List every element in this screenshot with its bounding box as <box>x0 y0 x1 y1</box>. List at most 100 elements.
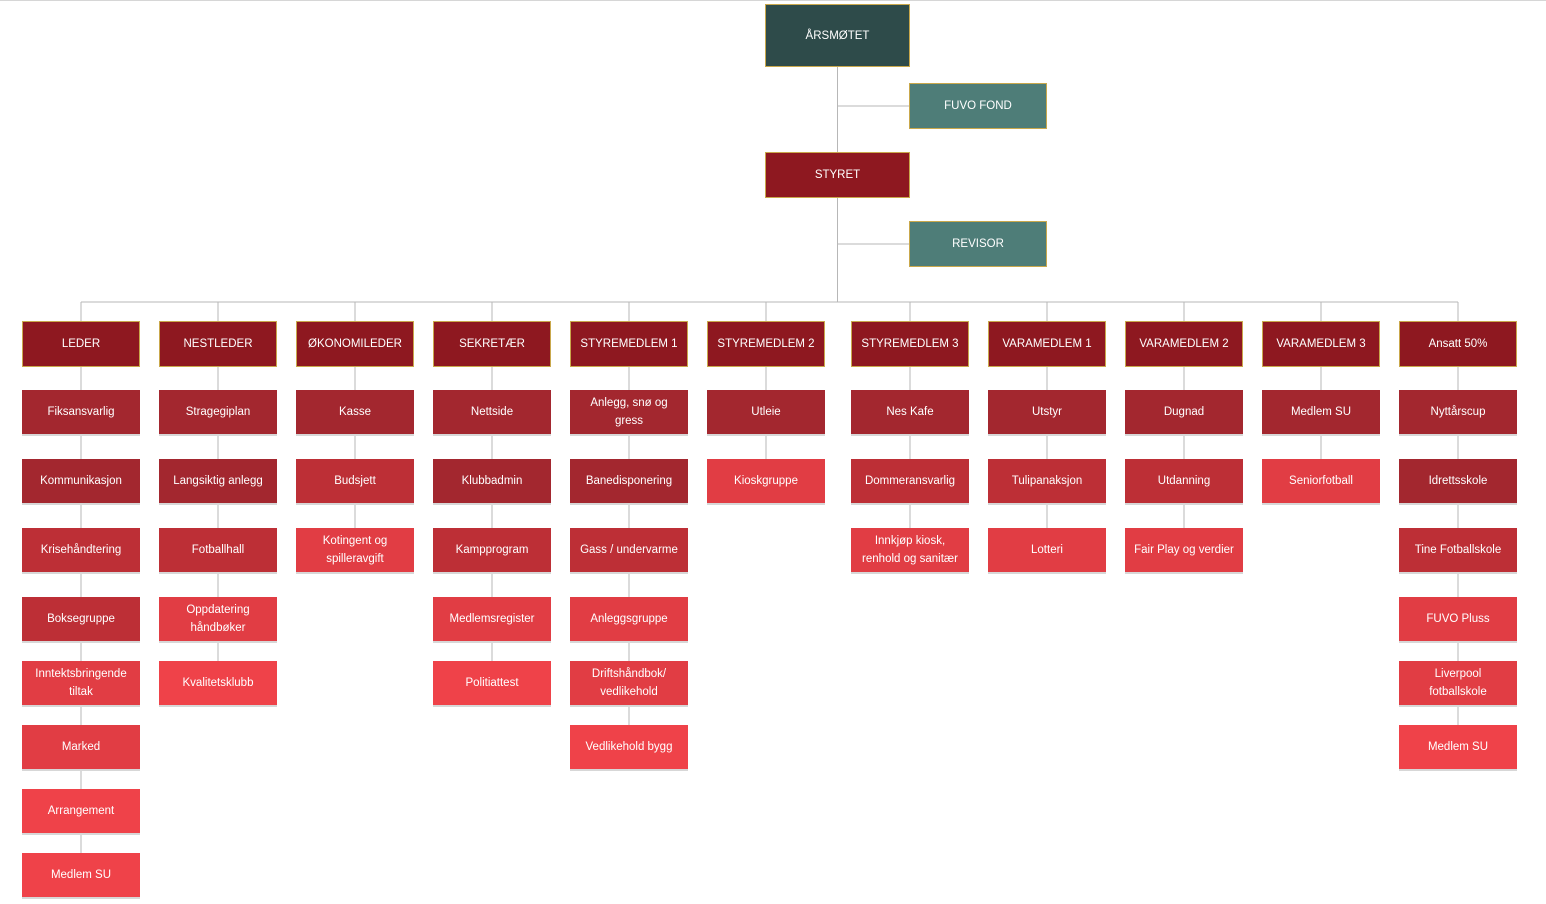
task-nyttarscup[interactable]: Nyttårscup <box>1399 390 1517 436</box>
task-fuvo-pluss[interactable]: FUVO Pluss <box>1399 597 1517 643</box>
task-label: Gass / undervarme <box>580 544 678 556</box>
task-label: Driftshåndbok/ vedlikehold <box>591 668 667 698</box>
task-label: Dugnad <box>1163 406 1205 418</box>
task-nettside[interactable]: Nettside <box>433 390 551 436</box>
task-kasse[interactable]: Kasse <box>296 390 414 436</box>
task-label: Budsjett <box>334 475 376 487</box>
task-langsiktig-anlegg[interactable]: Langsiktig anlegg <box>159 459 277 505</box>
role-label: VARAMEDLEM 3 <box>1276 338 1366 350</box>
role-sekretaer[interactable]: SEKRETÆR <box>433 321 551 367</box>
node-styret[interactable]: STYRET <box>765 152 910 198</box>
task-vedlikehold-bygg[interactable]: Vedlikehold bygg <box>570 725 688 771</box>
task-tulipanaksjon[interactable]: Tulipanaksjon <box>988 459 1106 505</box>
task-kommunikasjon[interactable]: Kommunikasjon <box>22 459 140 505</box>
task-label: Utdanning <box>1157 475 1211 487</box>
role-leder[interactable]: LEDER <box>22 321 140 367</box>
task-utdanning[interactable]: Utdanning <box>1125 459 1243 505</box>
task-label: Stragegiplan <box>185 406 251 418</box>
top-border <box>0 0 1546 1</box>
task-stragegiplan[interactable]: Stragegiplan <box>159 390 277 436</box>
role-label: SEKRETÆR <box>459 338 525 350</box>
task-label: Medlem SU <box>1290 406 1352 418</box>
role-styremedlem-2[interactable]: STYREMEDLEM 2 <box>707 321 825 367</box>
task-label: Utstyr <box>1031 406 1063 418</box>
task-label: Vedlikehold bygg <box>585 741 673 753</box>
node-label: ÅRSMØTET <box>805 29 870 42</box>
role-varamedlem-3[interactable]: VARAMEDLEM 3 <box>1262 321 1380 367</box>
task-utstyr[interactable]: Utstyr <box>988 390 1106 436</box>
task-inntektsbringende-tiltak[interactable]: Inntektsbringende tiltak <box>22 661 140 707</box>
task-label: Liverpool fotballskole <box>1429 668 1487 698</box>
task-label: Banedisponering <box>585 475 673 487</box>
task-medlem-su[interactable]: Medlem SU <box>1399 725 1517 771</box>
task-arrangement[interactable]: Arrangement <box>22 789 140 835</box>
node-revisor[interactable]: REVISOR <box>909 221 1047 267</box>
task-innkjop-kiosk-renhold-og-sanitaer[interactable]: Innkjøp kiosk, renhold og sanitær <box>851 528 969 574</box>
task-utleie[interactable]: Utleie <box>707 390 825 436</box>
task-politiattest[interactable]: Politiattest <box>433 661 551 707</box>
task-oppdatering-handboker[interactable]: Oppdatering håndbøker <box>159 597 277 643</box>
role-varamedlem-2[interactable]: VARAMEDLEM 2 <box>1125 321 1243 367</box>
task-label: Kotingent og spilleravgift <box>322 535 388 565</box>
role-label: VARAMEDLEM 1 <box>1002 338 1092 350</box>
task-label: Krisehåndtering <box>40 544 122 556</box>
role-varamedlem-1[interactable]: VARAMEDLEM 1 <box>988 321 1106 367</box>
task-fiksansvarlig[interactable]: Fiksansvarlig <box>22 390 140 436</box>
task-dommeransvarlig[interactable]: Dommeransvarlig <box>851 459 969 505</box>
role-label: NESTLEDER <box>183 338 253 350</box>
task-gass-undervarme[interactable]: Gass / undervarme <box>570 528 688 574</box>
role-okonomileder[interactable]: ØKONOMILEDER <box>296 321 414 367</box>
task-driftshandbok-vedlikehold[interactable]: Driftshåndbok/ vedlikehold <box>570 661 688 707</box>
task-kioskgruppe[interactable]: Kioskgruppe <box>707 459 825 505</box>
task-label: FUVO Pluss <box>1426 613 1490 625</box>
task-klubbadmin[interactable]: Klubbadmin <box>433 459 551 505</box>
task-kotingent-og-spilleravgift[interactable]: Kotingent og spilleravgift <box>296 528 414 574</box>
task-label: Medlem SU <box>50 869 112 881</box>
task-medlem-su[interactable]: Medlem SU <box>1262 390 1380 436</box>
task-seniorfotball[interactable]: Seniorfotball <box>1262 459 1380 505</box>
task-label: Nyttårscup <box>1430 406 1486 418</box>
node-fuvo-fond[interactable]: FUVO FOND <box>909 83 1047 129</box>
task-label: Boksegruppe <box>47 613 115 625</box>
role-label: ØKONOMILEDER <box>308 338 402 350</box>
role-ansatt-50[interactable]: Ansatt 50% <box>1399 321 1517 367</box>
task-label: Kasse <box>339 406 371 418</box>
task-label: Klubbadmin <box>461 475 523 487</box>
task-tine-fotballskole[interactable]: Tine Fotballskole <box>1399 528 1517 574</box>
role-label: STYREMEDLEM 2 <box>717 338 815 350</box>
task-medlem-su[interactable]: Medlem SU <box>22 853 140 899</box>
node-label: FUVO FOND <box>944 100 1012 112</box>
task-dugnad[interactable]: Dugnad <box>1125 390 1243 436</box>
task-lotteri[interactable]: Lotteri <box>988 528 1106 574</box>
task-label: Nettside <box>470 406 514 418</box>
task-nes-kafe[interactable]: Nes Kafe <box>851 390 969 436</box>
task-medlemsregister[interactable]: Medlemsregister <box>433 597 551 643</box>
role-styremedlem-3[interactable]: STYREMEDLEM 3 <box>851 321 969 367</box>
task-label: Nes Kafe <box>886 406 934 418</box>
task-kvalitetsklubb[interactable]: Kvalitetsklubb <box>159 661 277 707</box>
task-fair-play-og-verdier[interactable]: Fair Play og verdier <box>1125 528 1243 574</box>
task-banedisponering[interactable]: Banedisponering <box>570 459 688 505</box>
task-anleggsgruppe[interactable]: Anleggsgruppe <box>570 597 688 643</box>
role-nestleder[interactable]: NESTLEDER <box>159 321 277 367</box>
node-arsmotet[interactable]: ÅRSMØTET <box>765 4 910 67</box>
task-budsjett[interactable]: Budsjett <box>296 459 414 505</box>
node-label: STYRET <box>814 169 861 181</box>
task-label: Tine Fotballskole <box>1414 544 1502 556</box>
task-idrettsskole[interactable]: Idrettsskole <box>1399 459 1517 505</box>
task-liverpool-fotballskole[interactable]: Liverpool fotballskole <box>1399 661 1517 707</box>
task-fotballhall[interactable]: Fotballhall <box>159 528 277 574</box>
task-label: Marked <box>61 741 101 753</box>
task-label: Lotteri <box>1031 544 1063 556</box>
task-boksegruppe[interactable]: Boksegruppe <box>22 597 140 643</box>
task-marked[interactable]: Marked <box>22 725 140 771</box>
task-krisehandtering[interactable]: Krisehåndtering <box>22 528 140 574</box>
task-label: Medlem SU <box>1427 741 1489 753</box>
task-label: Tulipanaksjon <box>1011 475 1083 487</box>
task-anlegg-sno-og-gress[interactable]: Anlegg, snø og gress <box>570 390 688 436</box>
role-styremedlem-1[interactable]: STYREMEDLEM 1 <box>570 321 688 367</box>
role-label: Ansatt 50% <box>1428 338 1488 350</box>
task-kampprogram[interactable]: Kampprogram <box>433 528 551 574</box>
task-label: Fair Play og verdier <box>1134 544 1234 556</box>
